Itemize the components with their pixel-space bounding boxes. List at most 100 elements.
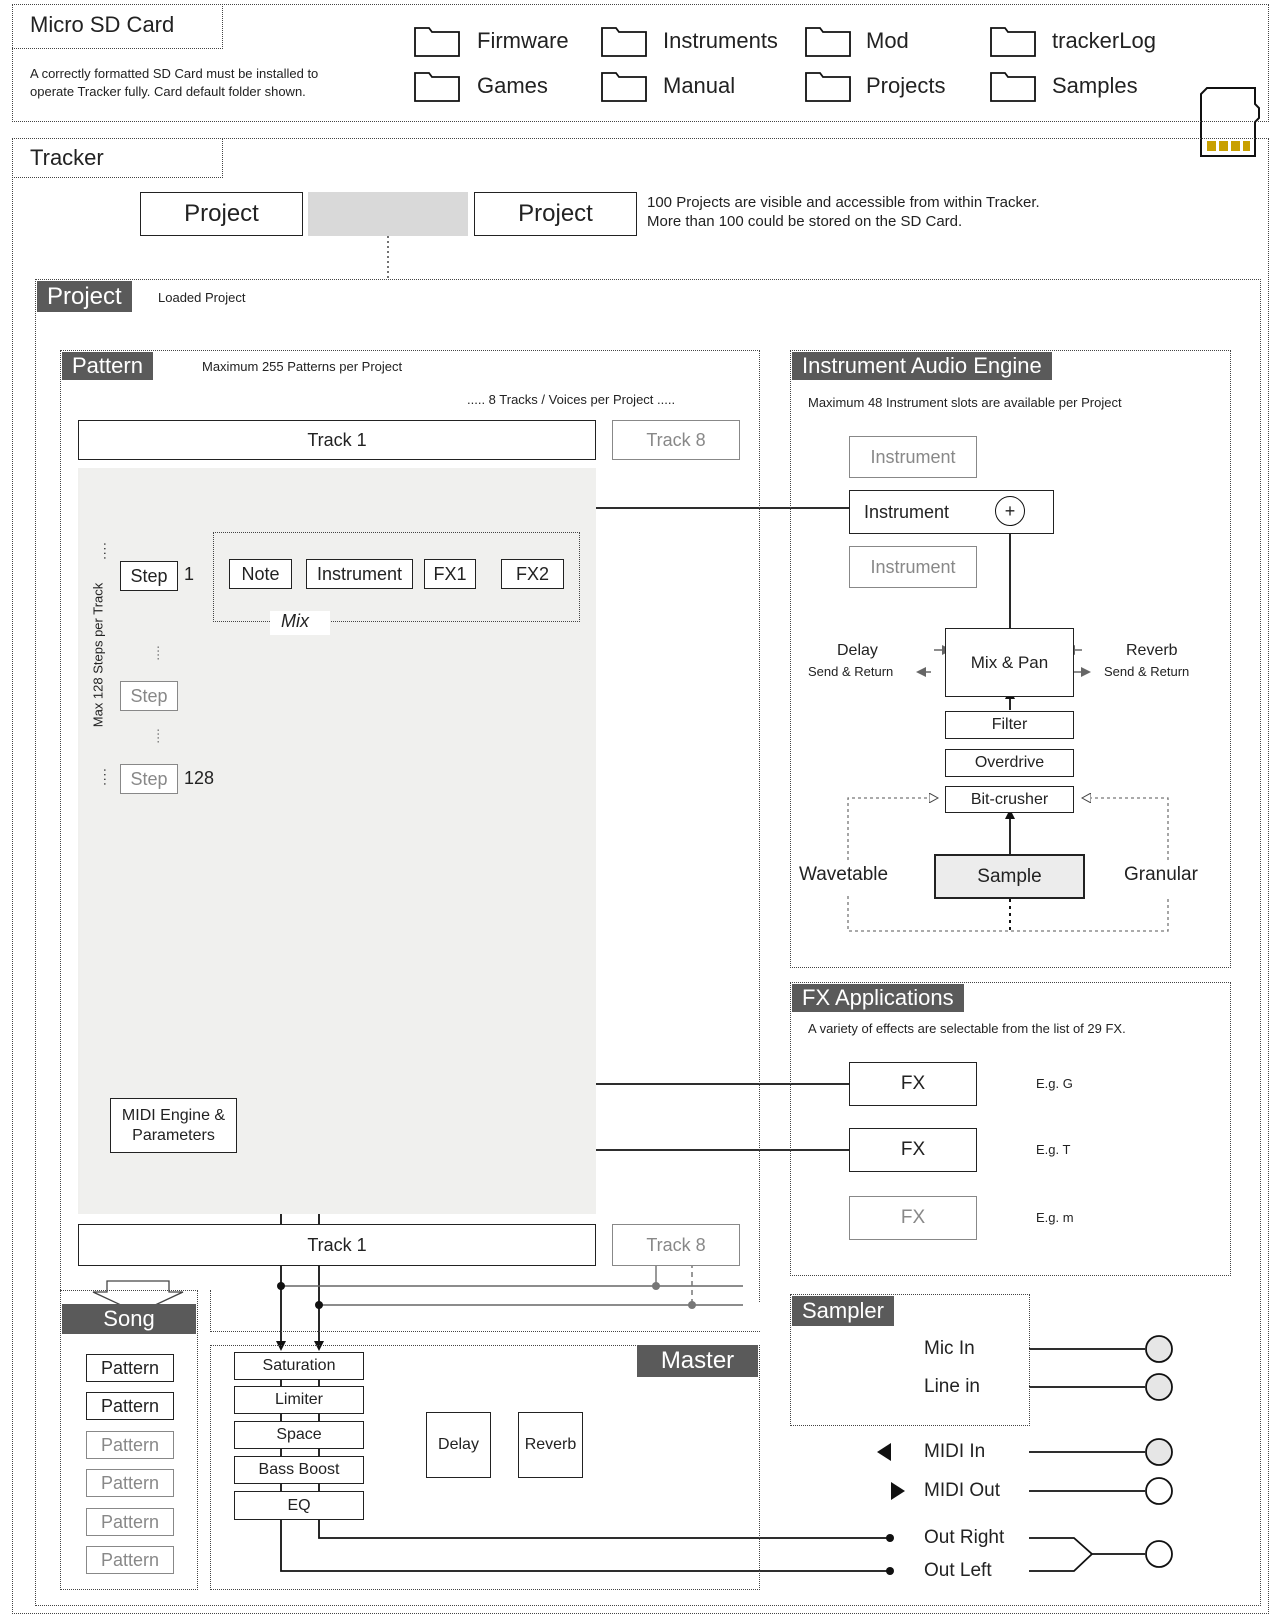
fx-applications-subtitle: A variety of effects are selectable from… [808,1021,1126,1036]
sd-card-section [12,4,1269,122]
pattern-subtitle: Maximum 255 Patterns per Project [202,359,403,374]
master-bass-boost: Bass Boost [234,1456,364,1484]
folder-samples: Samples [1052,73,1138,98]
step-1: Step [120,561,178,591]
mic-in-label: Mic In [924,1338,975,1359]
project-slot-placeholder [308,192,468,236]
track-8-bottom: Track 8 [612,1224,740,1266]
folder-manual: Manual [663,73,736,98]
sd-card-icon [1200,87,1260,157]
master-delay: Delay [426,1412,491,1478]
out-left-label: Out Left [924,1560,992,1581]
folder-icon [990,27,1036,57]
master-eq: EQ [234,1491,364,1520]
folder-icon [601,72,647,102]
folder-mod: Mod [866,28,909,53]
out-right-label: Out Right [924,1527,1005,1548]
sd-card-desc-line-2: operate Tracker fully. Card default fold… [30,84,306,99]
step-128-number: 128 [184,768,215,788]
tracks-note: ..... 8 Tracks / Voices per Project ....… [467,392,676,407]
tracker-note-line-2: More than 100 could be stored on the SD … [647,213,963,230]
reverb-send-label: Reverb [1126,642,1178,659]
master-space: Space [234,1421,364,1449]
folder-games: Games [477,73,548,98]
project-section [35,279,1261,1606]
audio-out-jack [1145,1540,1173,1568]
instrument-active-label: Instrument [864,501,950,522]
steps-dots-top: .... [93,541,109,560]
step-1-number: 1 [184,564,195,584]
folder-icon [414,72,460,102]
instrument-engine-section [790,350,1231,968]
track-1-top: Track 1 [78,420,596,460]
sample-box: Sample [934,854,1085,899]
fx-slot-2: FX [849,1128,977,1172]
reverb-send-sublabel: Send & Return [1104,664,1190,679]
folder-projects: Projects [866,73,946,98]
fx-example-1: E.g. G [1036,1076,1073,1091]
midi-out-arrow-icon [891,1482,905,1500]
midi-in-jack [1145,1438,1173,1466]
fx-slot-3: FX [849,1196,977,1240]
song-divider [210,1290,760,1332]
steps-vertical-label: Max 128 Steps per Track [90,582,106,728]
sampler-section [790,1294,1030,1426]
track-8-top: Track 8 [612,420,740,460]
plus-icon: + [995,496,1025,526]
song-pattern-6: Pattern [86,1546,174,1574]
master-header: Master [637,1345,758,1377]
fx-slot-1: FX [849,1062,977,1106]
master-reverb: Reverb [518,1412,583,1478]
fx1-cell: FX1 [424,559,476,589]
instrument-slot-3: Instrument [849,546,977,588]
mic-in-jack [1145,1335,1173,1363]
song-pattern-1: Pattern [86,1354,174,1382]
tracker-section [12,138,1269,1614]
midi-engine-line-1: MIDI Engine & [121,1106,226,1124]
overdrive-box: Overdrive [945,749,1074,777]
project-header: Project [37,281,132,312]
project-slot-1: Project [140,192,303,236]
master-saturation: Saturation [234,1352,364,1380]
filter-box: Filter [945,711,1074,739]
sd-card-title: Micro SD Card [30,12,175,37]
fx-applications-header: FX Applications [792,984,964,1012]
pattern-header: Pattern [62,352,153,380]
song-pattern-4: Pattern [86,1469,174,1497]
wavetable-label: Wavetable [799,864,889,885]
sd-card-title-box [12,4,223,49]
song-section [60,1290,198,1590]
tracker-note-line-1: 100 Projects are visible and accessible … [647,194,1040,211]
sd-card-desc-line-1: A correctly formatted SD Card must be in… [30,66,319,81]
sampler-header: Sampler [792,1296,894,1326]
midi-engine-box: MIDI Engine & Parameters [110,1098,237,1153]
song-header: Song [62,1304,196,1334]
track-steps-area [78,468,596,1214]
step-128: Step [120,764,178,794]
instrument-slot-active: Instrument [849,490,1054,534]
instrument-cell: Instrument [306,559,413,589]
folder-icon [601,27,647,57]
step-dots-1: .... [145,645,162,661]
delay-send-label: Delay [837,642,878,659]
instrument-engine-header: Instrument Audio Engine [792,352,1052,380]
fx2-cell: FX2 [501,559,564,589]
bitcrusher-box: Bit-crusher [945,786,1074,813]
track-1-bottom: Track 1 [78,1224,596,1266]
song-pattern-5: Pattern [86,1508,174,1536]
folder-instruments: Instruments [663,28,778,53]
step-cells-group [213,532,580,622]
instrument-slot-1: Instrument [849,436,977,478]
pattern-section [60,350,760,1302]
granular-label: Granular [1124,864,1198,885]
steps-dots-bottom: .... [93,767,109,786]
folder-firmware: Firmware [477,28,569,53]
line-in-label: Line in [924,1376,980,1397]
midi-engine-line-2: Parameters [132,1126,215,1144]
master-section [210,1345,760,1590]
fx-example-3: E.g. m [1036,1210,1074,1225]
folder-icon [805,72,851,102]
midi-out-jack [1145,1477,1173,1505]
mix-label: Mix [281,611,309,631]
